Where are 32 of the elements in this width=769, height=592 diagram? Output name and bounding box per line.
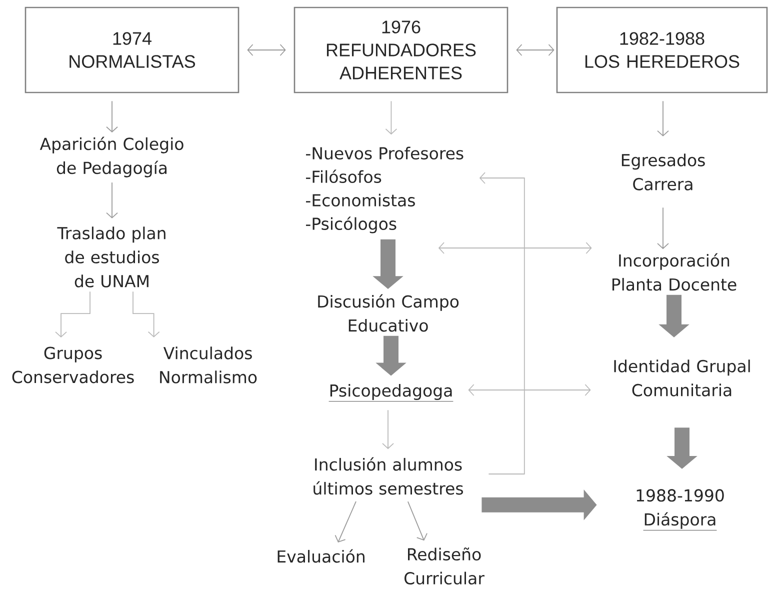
- arrow: [479, 172, 525, 474]
- node-text: Aparición Colegio de Pedagogía: [40, 136, 184, 178]
- node-text: Evaluación: [278, 549, 364, 563]
- node-text: Rediseño Curricular: [404, 547, 484, 585]
- node-text: Inclusión alumnos últimos semestres: [314, 457, 463, 495]
- arrow: [106, 182, 118, 218]
- node-text: Vinculados Normalismo: [160, 346, 257, 384]
- node-text: Psicopedagoga: [328, 384, 454, 402]
- arrow: [106, 100, 118, 132]
- node-text: 1988-1990 Diáspora: [636, 489, 724, 530]
- arrow: [438, 242, 592, 254]
- arrow: [516, 44, 554, 56]
- node-text: Traslado plan de estudios de UNAM: [57, 226, 166, 288]
- node-text: Identidad Grupal Comunitaria: [614, 360, 750, 396]
- period-box: 1976 REFUNDADORES ADHERENTES: [294, 6, 508, 94]
- arrow: [385, 100, 398, 135]
- node-text: Grupos Conservadores: [12, 346, 134, 384]
- period-box: 1982-1988 LOS HEREDEROS: [556, 6, 768, 94]
- arrow: [132, 291, 160, 338]
- node-text: Egresados Carrera: [622, 154, 705, 190]
- node-text: Discusión Campo Educativo: [318, 294, 459, 332]
- text-list: -Nuevos Profesores -Filósofos -Economistas -Psicólogos: [306, 146, 464, 234]
- arrow: [382, 410, 394, 450]
- arrow: [468, 384, 591, 396]
- period-box: 1974 NORMALISTAS: [24, 6, 240, 94]
- arrow: [55, 291, 90, 338]
- node-text: Incorporación Planta Docente: [612, 253, 736, 291]
- arrow: [247, 44, 286, 56]
- arrow: [657, 100, 669, 136]
- arrow: [657, 207, 669, 250]
- arrow: [334, 501, 356, 542]
- arrow: [407, 501, 428, 541]
